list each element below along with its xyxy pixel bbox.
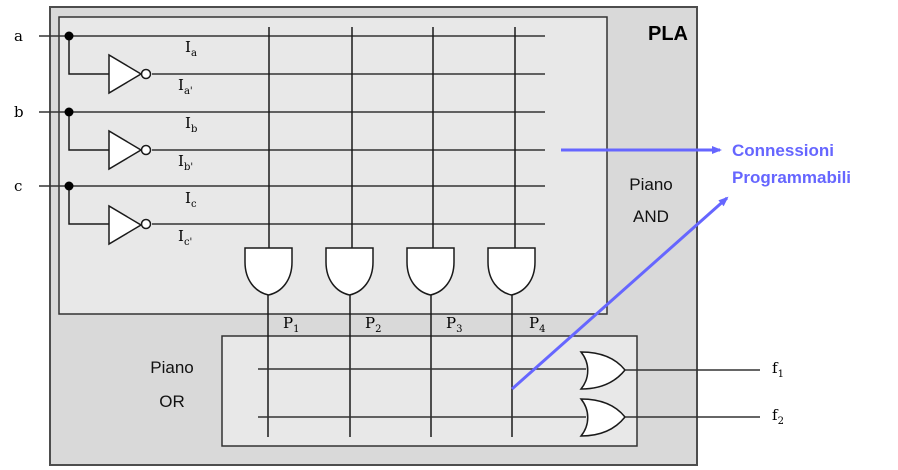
annotation-line1: Connessioni: [732, 141, 834, 160]
input-label-b: b: [14, 103, 24, 121]
input-wires: [39, 35, 68, 187]
not-gate-b: [108, 129, 152, 171]
junction-dot: [64, 107, 74, 117]
and-gate-3: [406, 247, 455, 296]
and-gates: [244, 247, 536, 296]
junction-dot: [64, 31, 74, 41]
or-gate-1: [579, 351, 626, 390]
annotation-line2: Programmabili: [732, 168, 851, 187]
input-label-a: a: [14, 27, 23, 45]
pla-title: PLA: [648, 23, 688, 45]
product-lines: [267, 295, 513, 437]
or-gates: [579, 351, 626, 437]
and-plane-label-line2: AND: [633, 207, 669, 226]
product-label-3: P3: [446, 314, 462, 335]
literal-label-ia-comp: Ia': [178, 76, 193, 97]
junction-dot: [64, 181, 74, 191]
not-gate-a: [108, 53, 152, 95]
and-gate-1: [244, 247, 293, 296]
output-label-f1: f1: [772, 359, 784, 380]
inverter-gates: [108, 53, 152, 246]
output-lines: [625, 369, 760, 418]
and-gate-2: [325, 247, 374, 296]
literal-label-ic-comp: Ic': [178, 227, 192, 248]
product-label-4: P4: [529, 314, 545, 335]
product-input-lines: [268, 27, 516, 248]
or-plane-box: [221, 335, 638, 447]
product-label-1: P1: [283, 314, 299, 335]
junction-dots: [64, 31, 74, 191]
output-label-f2: f2: [772, 406, 784, 427]
input-label-c: c: [14, 177, 22, 195]
product-label-2: P2: [365, 314, 381, 335]
and-plane-label-line1: Piano: [629, 175, 672, 194]
annotation-arrows: [511, 146, 729, 391]
not-gate-c: [108, 204, 152, 246]
and-gate-4: [487, 247, 536, 296]
inverter-branches: [68, 36, 109, 225]
or-plane-lines: [258, 368, 586, 418]
or-plane-label-line2: OR: [159, 392, 185, 411]
or-gate-2: [579, 398, 626, 437]
literal-label-ib: Ib: [185, 114, 197, 135]
literal-lines: [68, 35, 545, 225]
literal-label-ic: Ic: [185, 189, 197, 210]
arrow-to-or-plane: [511, 196, 729, 391]
literal-label-ia: Ia: [185, 38, 197, 59]
or-plane-label-line1: Piano: [150, 358, 193, 377]
literal-label-ib-comp: Ib': [178, 152, 193, 173]
